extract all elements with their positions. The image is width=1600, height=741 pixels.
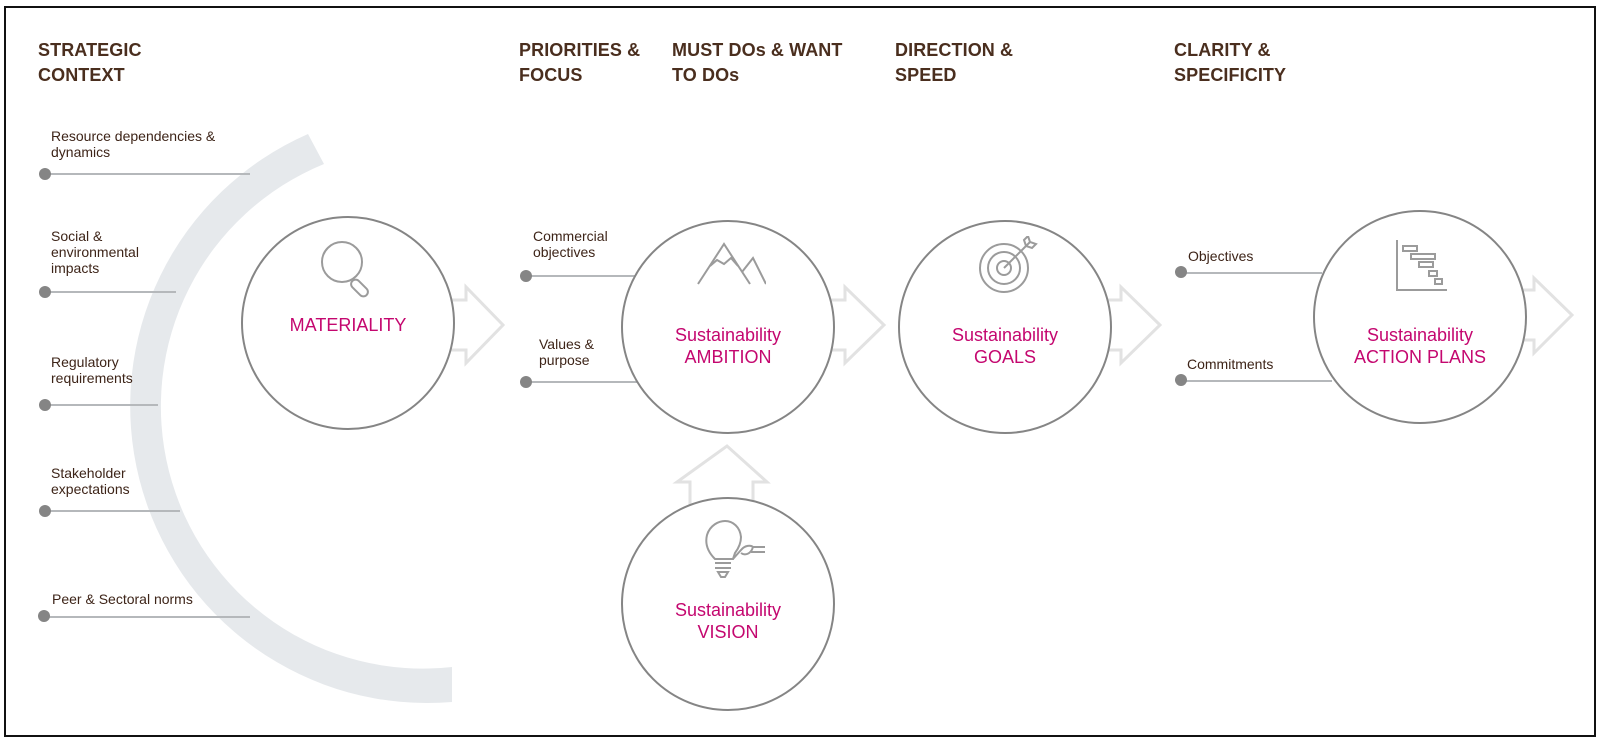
input-label: Commercial objectives bbox=[533, 228, 608, 260]
connector-dot bbox=[1175, 266, 1187, 278]
connector-line bbox=[528, 275, 638, 277]
connector-line bbox=[528, 381, 638, 383]
connector-line bbox=[46, 404, 158, 406]
connector-line bbox=[46, 510, 180, 512]
input-label: Values & purpose bbox=[539, 336, 594, 368]
stage-title: Sustainability AMBITION bbox=[674, 325, 782, 367]
input-label: Peer & Sectoral norms bbox=[52, 591, 193, 607]
stage-title: Sustainability VISION bbox=[674, 600, 782, 642]
gantt-chart-icon bbox=[1396, 240, 1447, 291]
connector-dot bbox=[520, 376, 532, 388]
connector-dot bbox=[39, 399, 51, 411]
connector-dot bbox=[38, 610, 50, 622]
heading-clarity-specificity: CLARITY & SPECIFICITY bbox=[1174, 40, 1287, 85]
input-label: Social & environmental impacts bbox=[51, 228, 139, 276]
connector-line bbox=[46, 173, 250, 175]
diagram-frame bbox=[4, 6, 1596, 737]
connector-line bbox=[46, 291, 176, 293]
target-arrow-icon bbox=[979, 236, 1038, 293]
connector-line bbox=[1182, 380, 1332, 382]
heading-priorities-focus: PRIORITIES & FOCUS bbox=[519, 40, 641, 85]
input-label: Stakeholder expectations bbox=[51, 465, 130, 497]
connector-line bbox=[1182, 272, 1322, 274]
stage-vision: Sustainability VISION bbox=[621, 497, 835, 711]
lightbulb-hand-icon bbox=[705, 519, 765, 578]
input-label: Regulatory requirements bbox=[51, 354, 133, 386]
magnifier-icon bbox=[321, 241, 369, 298]
connector-dot bbox=[520, 270, 532, 282]
stage-goals: Sustainability GOALS bbox=[898, 220, 1112, 434]
stage-materiality: MATERIALITY bbox=[241, 216, 455, 430]
stage-ambition: Sustainability AMBITION bbox=[621, 220, 835, 434]
heading-direction-speed: DIRECTION & SPEED bbox=[895, 40, 1014, 85]
stage-title: Sustainability GOALS bbox=[951, 325, 1059, 367]
stage-title: Sustainability ACTION PLANS bbox=[1353, 325, 1487, 367]
connector-dot bbox=[39, 505, 51, 517]
connector-dot bbox=[1175, 374, 1187, 386]
stage-title: MATERIALITY bbox=[289, 315, 407, 335]
connector-dot bbox=[39, 168, 51, 180]
heading-must-dos: MUST DOs & WANT TO DOs bbox=[672, 40, 843, 85]
stage-action-plans: Sustainability ACTION PLANS bbox=[1313, 210, 1527, 424]
input-label: Commitments bbox=[1187, 356, 1274, 372]
connector-dot bbox=[39, 286, 51, 298]
input-label: Objectives bbox=[1188, 248, 1254, 264]
context-arc bbox=[130, 134, 453, 704]
heading-strategic-context: STRATEGIC CONTEXT bbox=[38, 40, 142, 85]
mountains-icon bbox=[697, 242, 766, 285]
input-label: Resource dependencies & dynamics bbox=[51, 128, 216, 160]
connector-line bbox=[46, 616, 250, 618]
